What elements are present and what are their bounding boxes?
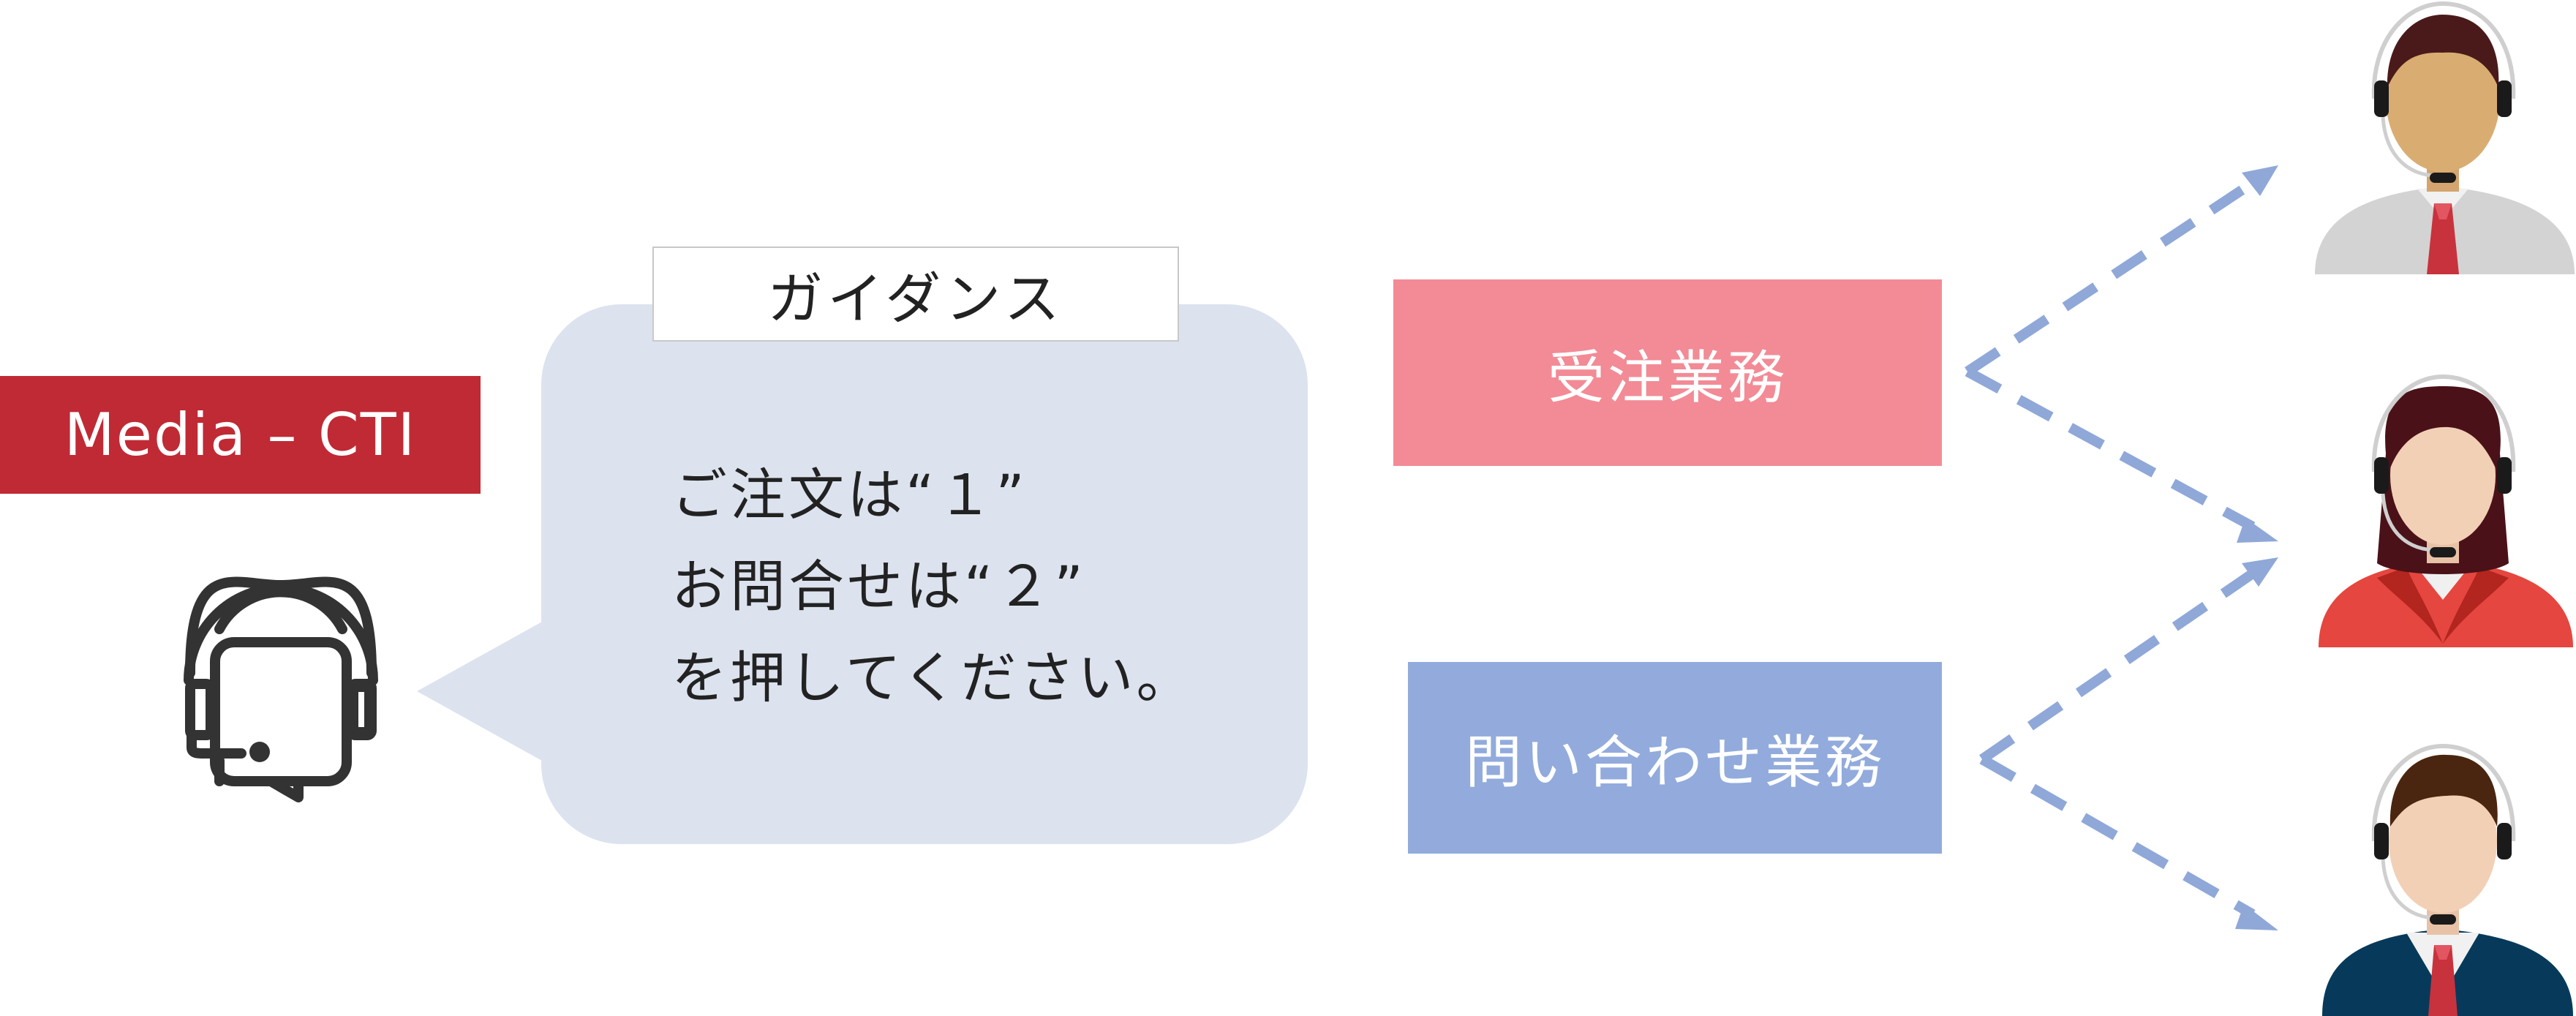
arrowhead-top [2242, 165, 2278, 196]
guidance-title: ガイダンス [652, 247, 1179, 342]
guidance-line-3: を押してください。 [671, 645, 1195, 710]
arrow-inquiry-to-agent-middle [1979, 569, 2256, 764]
media-cti-label: Media – CTI [0, 376, 481, 494]
guidance-line-2: お問合せは“２” [671, 554, 1086, 619]
guidance-line-1: ご注文は“１” [671, 462, 1028, 527]
order-business-box: 受注業務 [1393, 279, 1942, 466]
arrowhead-bottom [2235, 904, 2278, 930]
arrowhead-middle-2 [2242, 557, 2278, 587]
arrow-order-to-agent-middle [1965, 366, 2256, 532]
arrow-order-to-agent-top [1965, 178, 2256, 376]
inquiry-business-box: 問い合わせ業務 [1408, 662, 1942, 854]
guidance-speech-bubble [541, 304, 1308, 844]
speech-bubble-tail [417, 618, 549, 764]
arrow-inquiry-to-agent-bottom [1979, 754, 2256, 919]
arrowhead-middle-1 [2237, 518, 2278, 543]
